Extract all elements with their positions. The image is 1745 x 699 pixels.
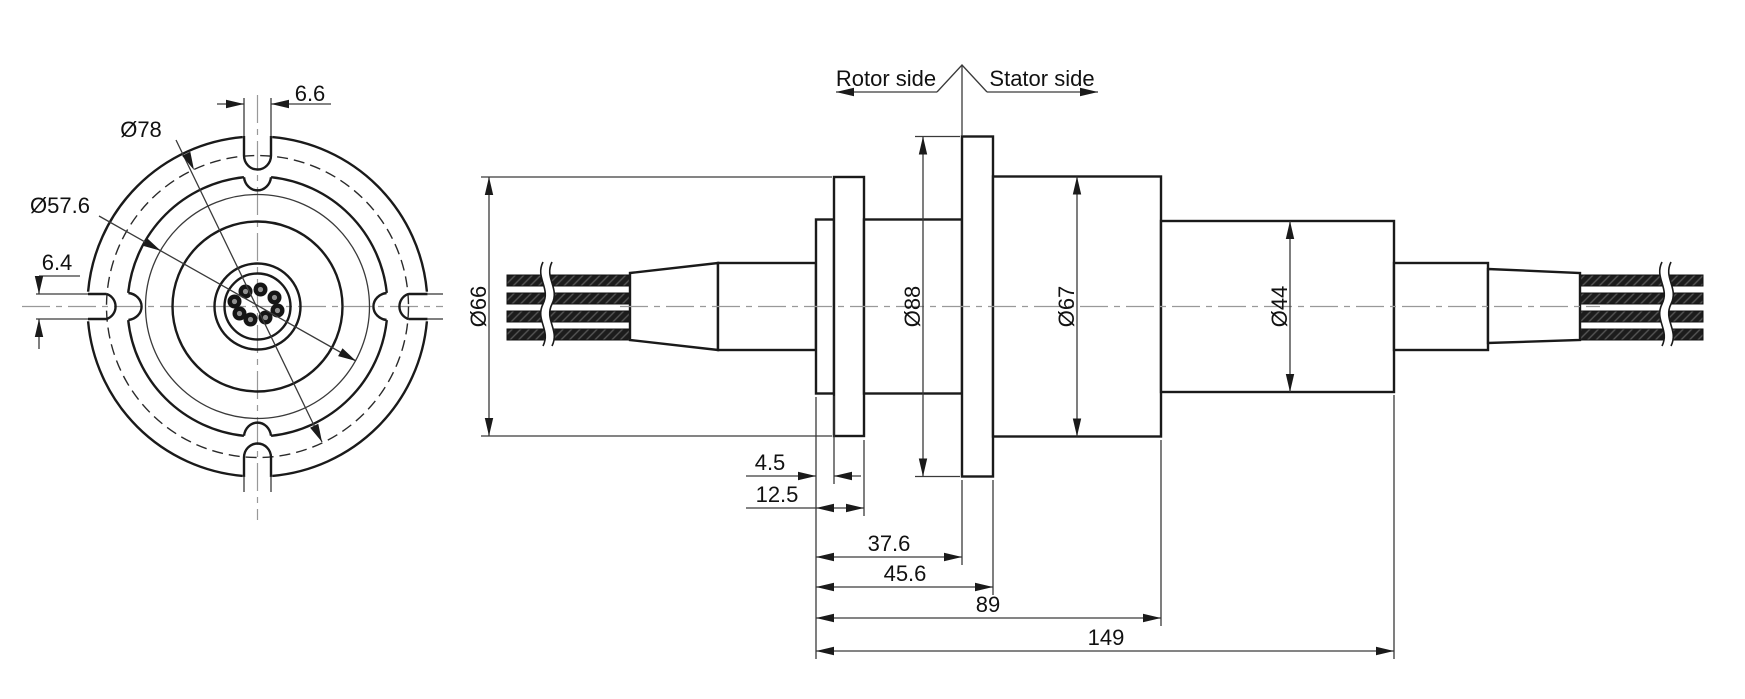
dim-label-149: 149 <box>1088 625 1125 650</box>
dim-label-37-6: 37.6 <box>868 531 911 556</box>
dim-inner-dia: Ø57.6 <box>30 193 357 362</box>
dim-label-12-5: 12.5 <box>756 482 799 507</box>
top-notch <box>242 176 273 192</box>
dim-label-44: Ø44 <box>1267 286 1292 328</box>
dim-label-67: Ø67 <box>1054 286 1079 328</box>
wire-break-mask <box>1659 259 1674 349</box>
dim-body-od: Ø67 <box>1054 176 1082 437</box>
left-notch <box>128 291 143 322</box>
dim-label-78: Ø78 <box>120 117 162 142</box>
right-slot <box>398 292 443 321</box>
dim-label-45-6: 45.6 <box>884 561 927 586</box>
divider-peak <box>936 64 988 93</box>
dim-label-6-6: 6.6 <box>295 81 326 106</box>
dim-bolt-circle: Ø78 <box>120 117 323 443</box>
hub-circle-inner <box>223 272 292 341</box>
dim-cylinder-od: Ø44 <box>1267 221 1295 392</box>
dim-disc-end: 12.5 <box>746 482 864 513</box>
extension-lines <box>815 395 1395 659</box>
outer-circle <box>86 135 429 478</box>
bottom-notch <box>242 421 273 437</box>
rotor-side-label: Rotor side <box>836 66 936 91</box>
dim-label-88: Ø88 <box>900 286 925 328</box>
dim-flange-start: 37.6 <box>816 531 962 562</box>
dim-ring-width: 4.5 <box>746 450 861 481</box>
wire-break-mask <box>540 259 555 349</box>
wire-dots <box>227 282 285 327</box>
dim-label-66: Ø66 <box>466 286 491 328</box>
side-labels: Rotor side Stator side <box>836 64 1098 136</box>
dim-top-slot: 6.6 <box>217 81 331 109</box>
top-slot <box>242 98 273 171</box>
dim-body-end: 89 <box>816 592 1161 623</box>
dim-flange-end: 45.6 <box>816 561 993 592</box>
bottom-slot <box>242 442 273 492</box>
right-notch <box>372 291 387 322</box>
dim-total-length: 149 <box>816 625 1394 656</box>
left-slot <box>36 292 117 321</box>
body-circle <box>127 176 388 437</box>
dim-label-57-6: Ø57.6 <box>30 193 90 218</box>
stator-wires <box>1577 259 1704 349</box>
dim-disc-od: Ø66 <box>466 176 832 437</box>
inner-dia-circle <box>144 193 371 420</box>
rotor-wires <box>506 259 631 349</box>
hub-circle-outer <box>213 262 302 351</box>
dim-flange-od: Ø88 <box>900 135 960 478</box>
dim-label-4-5: 4.5 <box>755 450 786 475</box>
side-view: Rotor side Stator side Ø66 Ø88 Ø67 <box>466 64 1704 659</box>
front-view: Ø78 Ø57.6 6.6 6.4 <box>22 81 443 520</box>
dim-left-slot: 6.4 <box>34 250 80 349</box>
stator-side-label: Stator side <box>989 66 1094 91</box>
dim-label-89: 89 <box>976 592 1000 617</box>
dim-label-6-4: 6.4 <box>42 250 73 275</box>
hub-circle-44 <box>171 220 344 393</box>
bolt-circle <box>105 154 410 459</box>
